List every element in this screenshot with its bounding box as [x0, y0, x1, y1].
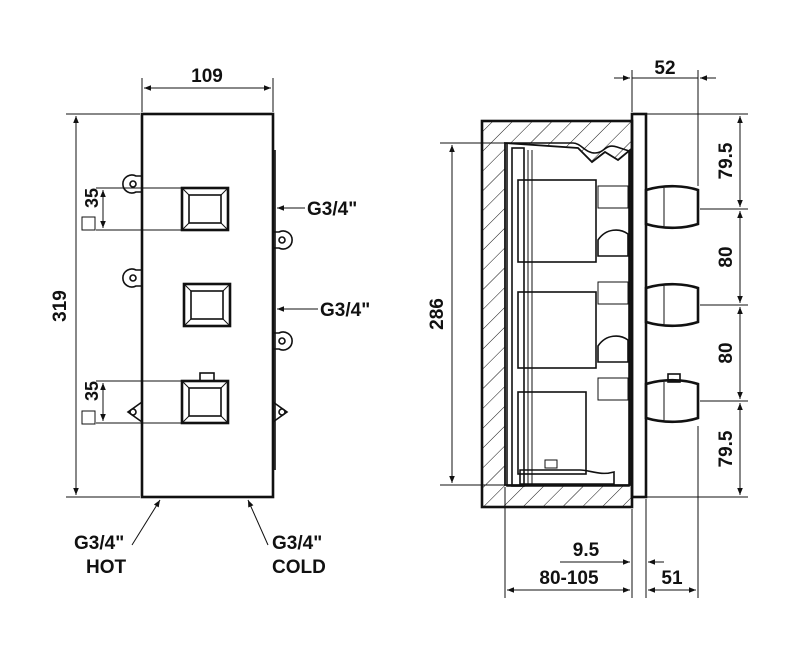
dim-height: 319	[50, 113, 140, 498]
square-knob-middle	[182, 282, 232, 328]
cold-size-label: G3/4"	[272, 533, 322, 554]
side-view: 52 286 79.5 80 80 79.5	[427, 58, 748, 598]
inlet-upper: G3/4"	[277, 199, 357, 220]
cold-inlet: G3/4" COLD	[247, 499, 326, 578]
front-plate	[140, 112, 275, 499]
dim-depth: 52	[614, 58, 716, 186]
dim-height-label: 319	[50, 290, 71, 322]
square-knob-top	[180, 186, 230, 232]
square-knob-bottom	[180, 372, 230, 425]
dim-spacing-top: 35	[81, 187, 182, 231]
dim-spacing-2-label: 80	[716, 246, 737, 267]
dim-projection-label: 51	[661, 568, 683, 589]
front-view: 109 319 35 35 G3/4"	[50, 66, 370, 578]
dim-side-height: 286	[427, 142, 505, 486]
dim-width: 109	[141, 66, 274, 112]
hot-label: HOT	[86, 557, 127, 578]
dim-plate-label: 9.5	[573, 540, 600, 561]
side-knob-top	[644, 184, 700, 230]
side-knob-middle	[644, 282, 700, 328]
dim-spacing-bottom: 35	[81, 380, 182, 425]
inlet-upper-label: G3/4"	[307, 199, 357, 220]
wall-hatching	[481, 120, 633, 508]
dim-spacing-3-label: 80	[716, 342, 737, 363]
inlet-lower-label: G3/4"	[320, 300, 370, 321]
dim-wall-range-label: 80-105	[539, 568, 599, 589]
dim-width-label: 109	[191, 66, 223, 87]
dim-spacing-4-label: 79.5	[716, 430, 737, 467]
side-knob-bottom	[644, 373, 700, 424]
mounting-lugs	[122, 174, 293, 424]
dim-depth-label: 52	[654, 58, 675, 79]
side-plate	[630, 112, 648, 499]
dim-bottom: 9.5 80-105 51	[504, 426, 699, 598]
dim-spacing-chain: 79.5 80 80 79.5	[646, 113, 748, 498]
dim-spacing-bottom-label: 35	[82, 381, 102, 401]
hot-inlet: G3/4" HOT	[74, 499, 161, 578]
dim-spacing-top-label: 35	[82, 188, 102, 208]
valve-body	[506, 142, 630, 487]
dim-side-height-label: 286	[427, 298, 448, 330]
dim-spacing-1-label: 79.5	[716, 142, 737, 179]
hot-size-label: G3/4"	[74, 533, 124, 554]
inlet-lower: G3/4"	[277, 300, 370, 321]
cold-label: COLD	[272, 557, 326, 578]
